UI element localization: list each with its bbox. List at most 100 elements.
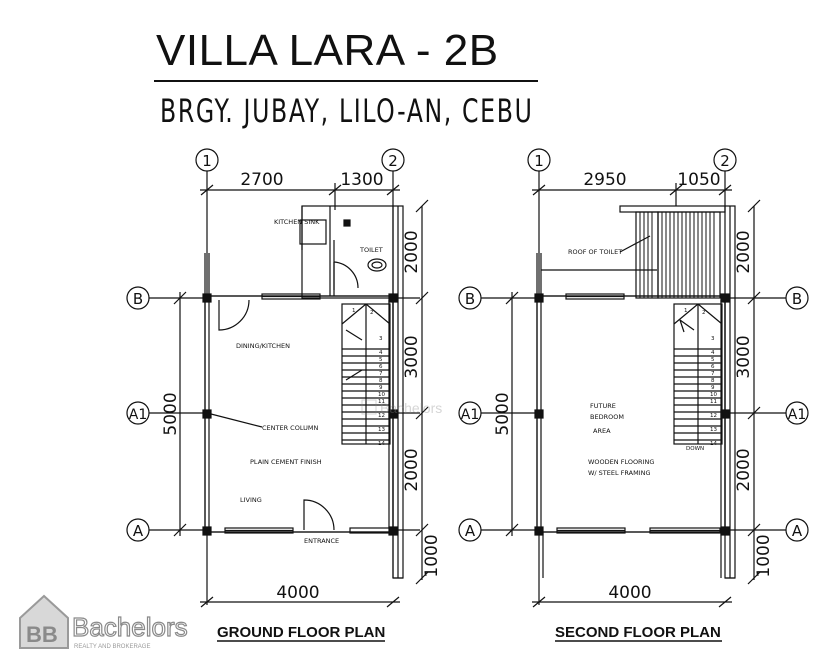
second-floor-caption: SECOND FLOOR PLAN xyxy=(555,624,721,641)
second-floor-plan: 1 2 2950 1050 B A1 A B xyxy=(458,148,809,642)
svg-text:9: 9 xyxy=(711,385,715,391)
svg-text:4: 4 xyxy=(711,350,715,356)
logo-tagline: REALTY AND BROKERAGE xyxy=(74,644,150,650)
svg-text:11: 11 xyxy=(378,399,385,405)
svg-text:2: 2 xyxy=(388,152,398,170)
svg-text:10: 10 xyxy=(710,392,717,398)
svg-text:9: 9 xyxy=(379,385,383,391)
svg-text:1: 1 xyxy=(202,152,212,170)
bachelors-logo: BB Bachelors REALTY AND BROKERAGE xyxy=(19,594,188,650)
svg-text:4: 4 xyxy=(379,350,383,356)
svg-text:14: 14 xyxy=(378,441,385,447)
dim-1000-ground: 1000 xyxy=(422,534,442,577)
house-logo-icon: BB xyxy=(19,594,69,649)
dim-2000-second-top: 2000 xyxy=(734,230,754,273)
svg-text:A: A xyxy=(792,522,803,540)
label-toilet: TOILET xyxy=(359,246,383,254)
dim-1050: 1050 xyxy=(677,170,720,190)
svg-text:Bachelors: Bachelors xyxy=(380,400,442,416)
dim-3000-second: 3000 xyxy=(734,335,754,378)
grid-bubble-b-second-right: B xyxy=(785,286,809,310)
label-living: LIVING xyxy=(240,496,262,504)
grid-bubble-b-ground-left: B xyxy=(126,286,150,310)
svg-text:1: 1 xyxy=(684,308,688,314)
svg-text:7: 7 xyxy=(711,371,715,377)
grid-bubble-1-second: 1 xyxy=(527,148,551,172)
ground-floor-plan: 1 2 2700 1300 B A1 A xyxy=(126,148,442,642)
label-steel-framing: W/ STEEL FRAMING xyxy=(588,469,651,477)
grid-bubble-a1-ground-left: A1 xyxy=(126,401,150,425)
svg-text:13: 13 xyxy=(710,427,717,433)
label-entrance: ENTRANCE xyxy=(304,537,339,545)
label-roof-of-toilet: ROOF OF TOILET xyxy=(568,248,622,256)
svg-text:8: 8 xyxy=(379,378,383,384)
svg-text:A1: A1 xyxy=(788,407,806,423)
svg-text:6: 6 xyxy=(711,364,715,370)
grid-bubble-1-ground: 1 xyxy=(195,148,219,172)
svg-text:12: 12 xyxy=(378,413,385,419)
center-watermark: Bachelors xyxy=(361,399,442,416)
label-future: FUTURE xyxy=(590,402,616,410)
svg-text:2: 2 xyxy=(702,310,706,316)
dim-5000-ground: 5000 xyxy=(161,392,181,435)
label-plain-cement: PLAIN CEMENT FINISH xyxy=(250,458,322,466)
dim-2000-second-bottom: 2000 xyxy=(734,448,754,491)
svg-text:7: 7 xyxy=(379,371,383,377)
svg-text:3: 3 xyxy=(711,336,715,342)
svg-text:11: 11 xyxy=(710,399,717,405)
svg-text:B: B xyxy=(133,290,143,308)
svg-text:3: 3 xyxy=(379,336,383,342)
dim-2000-ground-top: 2000 xyxy=(402,230,422,273)
svg-text:A: A xyxy=(133,522,144,540)
svg-text:B: B xyxy=(465,290,475,308)
svg-text:14: 14 xyxy=(710,441,717,447)
svg-text:10: 10 xyxy=(378,392,385,398)
dim-4000-second: 4000 xyxy=(608,583,651,603)
svg-text:A1: A1 xyxy=(129,407,147,423)
svg-text:5: 5 xyxy=(379,357,383,363)
svg-text:A1: A1 xyxy=(461,407,479,423)
svg-text:12: 12 xyxy=(710,413,717,419)
dim-2700: 2700 xyxy=(240,170,283,190)
svg-text:1: 1 xyxy=(352,308,356,314)
title-underline xyxy=(154,80,538,82)
svg-text:13: 13 xyxy=(378,427,385,433)
svg-text:BB: BB xyxy=(26,622,58,647)
logo-brand-text: Bachelors xyxy=(72,612,188,642)
dim-5000-second: 5000 xyxy=(493,392,513,435)
plan-location: BRGY. JUBAY, LILO-AN, CEBU xyxy=(160,92,534,130)
svg-text:8: 8 xyxy=(711,378,715,384)
svg-text:2: 2 xyxy=(720,152,730,170)
dim-3000-ground: 3000 xyxy=(402,335,422,378)
dim-2950: 2950 xyxy=(583,170,626,190)
grid-bubble-a1-second-right: A1 xyxy=(785,401,809,425)
dim-1300: 1300 xyxy=(340,170,383,190)
grid-bubble-2-ground: 2 xyxy=(381,148,405,172)
label-bedroom: BEDROOM xyxy=(590,413,624,421)
grid-bubble-a1-second-left: A1 xyxy=(458,401,482,425)
svg-text:1: 1 xyxy=(534,152,544,170)
dim-2000-ground-bottom: 2000 xyxy=(402,448,422,491)
label-wooden-flooring: WOODEN FLOORING xyxy=(588,458,654,466)
second-stair: 1 2 3 4 5 6 7 8 9 10 11 12 13 14 DOWN xyxy=(673,303,723,452)
label-center-column: CENTER COLUMN xyxy=(262,424,318,432)
svg-text:A: A xyxy=(465,522,476,540)
grid-bubble-a-second-right: A xyxy=(785,518,809,542)
ground-floor-caption: GROUND FLOOR PLAN xyxy=(217,624,385,641)
svg-text:6: 6 xyxy=(379,364,383,370)
grid-bubble-b-second-left: B xyxy=(458,286,482,310)
grid-bubble-a-second-left: A xyxy=(458,518,482,542)
grid-bubble-a-ground-left: A xyxy=(126,518,150,542)
svg-text:5: 5 xyxy=(711,357,715,363)
label-dining-kitchen: DINING/KITCHEN xyxy=(236,342,290,350)
label-kitchen-sink: KITCHEN SINK xyxy=(274,218,320,226)
plan-title: VILLA LARA - 2B xyxy=(156,26,499,75)
dim-1000-second: 1000 xyxy=(754,534,774,577)
svg-text:DOWN: DOWN xyxy=(686,446,704,452)
grid-bubble-2-second: 2 xyxy=(713,148,737,172)
svg-text:B: B xyxy=(792,290,802,308)
ground-stair: 1 2 3 4 5 6 7 8 9 10 11 12 13 14 xyxy=(341,303,391,447)
dim-4000-ground: 4000 xyxy=(276,583,319,603)
svg-text:2: 2 xyxy=(370,310,374,316)
